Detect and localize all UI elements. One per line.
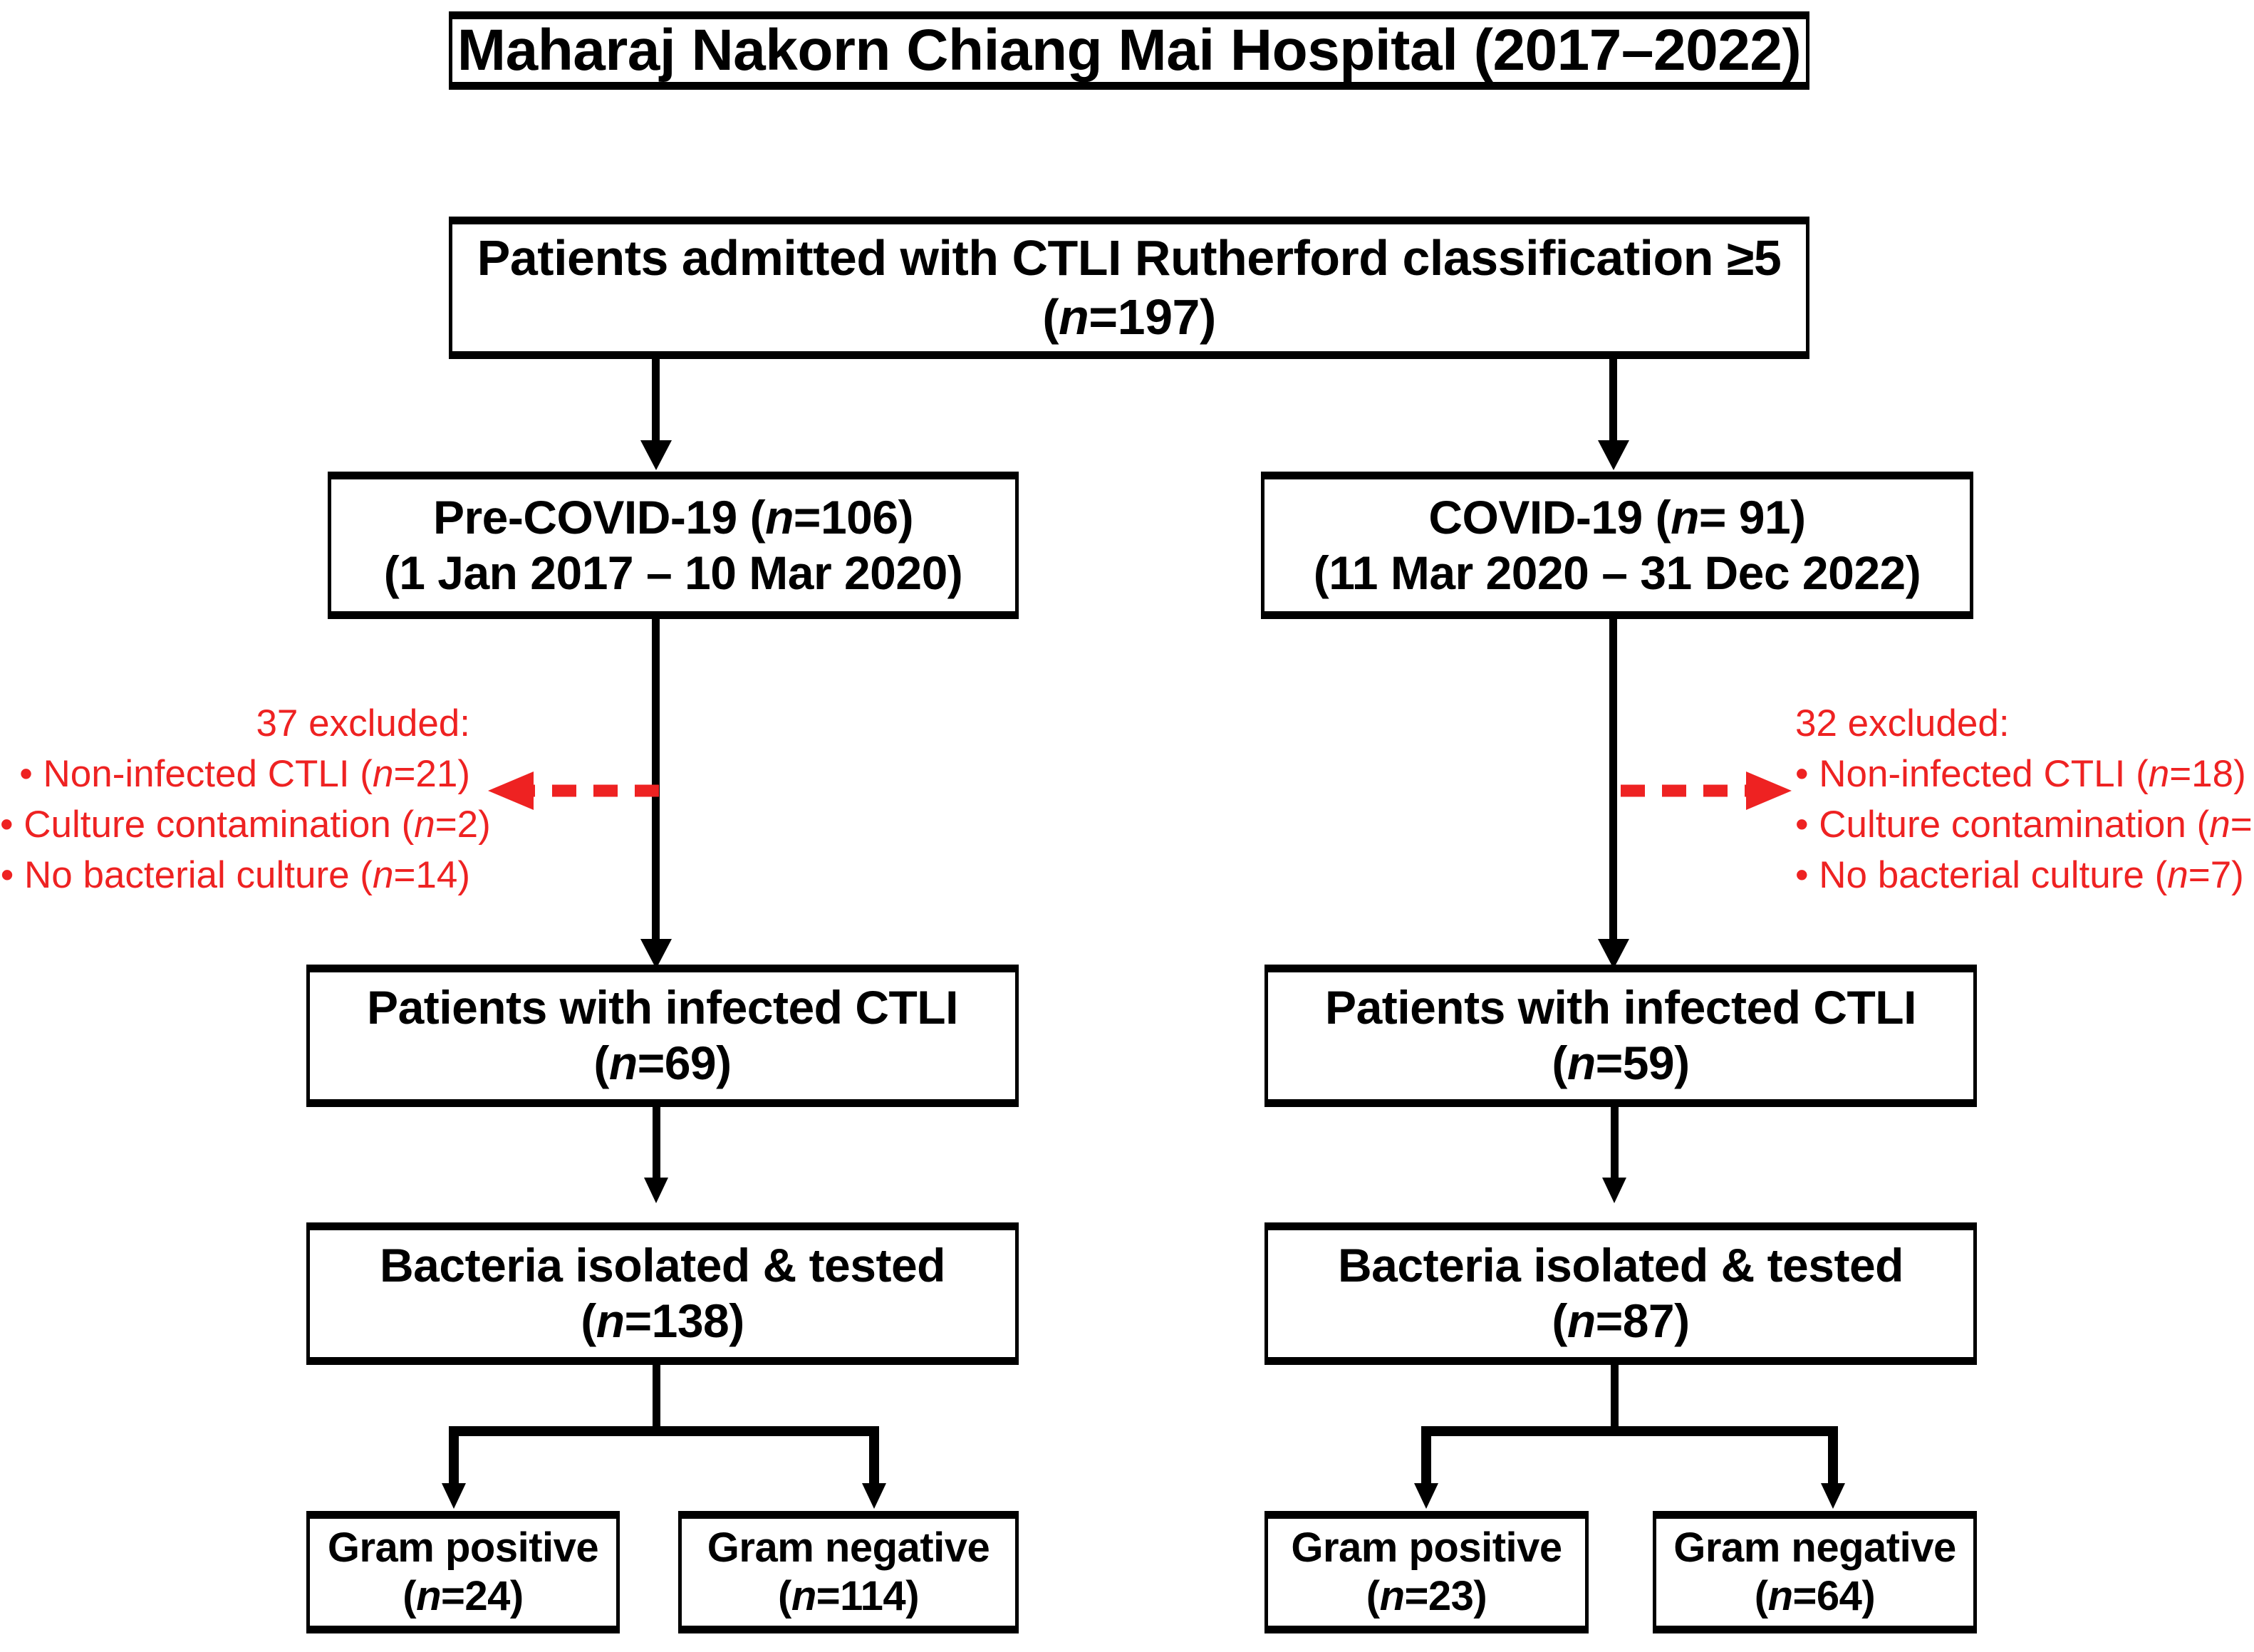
node-admitted-count: (n=197)	[1042, 289, 1216, 345]
node-infected-right-count: (n=59)	[1552, 1037, 1690, 1089]
connector-bacteria-left-crossbar	[449, 1426, 879, 1436]
connector-bacteria-right-crossbar	[1421, 1426, 1838, 1436]
exclusion-left-item-0: • Non-infected CTLI (n=21)	[19, 753, 470, 796]
node-gram-negative-right: Gram negative (n=64)	[1653, 1511, 1977, 1633]
node-infected-left-count: (n=69)	[593, 1037, 732, 1089]
node-gram-positive-left: Gram positive (n=24)	[306, 1511, 620, 1633]
node-gram-negative-right-line1: Gram negative	[1673, 1524, 1956, 1571]
node-gram-positive-left-count: (n=24)	[402, 1573, 524, 1619]
exclusion-block-left: 37 excluded: • Non-infected CTLI (n=21) …	[0, 698, 491, 900]
arrowhead-bacteria-right	[1602, 1178, 1626, 1203]
arrowhead-covid	[1598, 440, 1629, 470]
connector-admitted-to-precovid	[652, 358, 660, 444]
connector-infected-to-bacteria-left	[653, 1106, 660, 1181]
node-infected-left-line1: Patients with infected CTLI	[367, 981, 958, 1034]
exclusion-left-item-2: • No bacterial culture (n=14)	[0, 854, 470, 897]
exclusion-right-item-1: • Culture contamination (n=7)	[1795, 804, 2254, 846]
node-gram-positive-left-line1: Gram positive	[327, 1524, 599, 1571]
connector-covid-to-infected	[1609, 618, 1617, 942]
node-admitted-line1: Patients admitted with CTLI Rutherford c…	[477, 230, 1782, 286]
arrowhead-infected-right	[1598, 939, 1629, 969]
node-bacteria-right: Bacteria isolated & tested (n=87)	[1264, 1222, 1977, 1365]
node-infected-right-line1: Patients with infected CTLI	[1325, 981, 1916, 1034]
node-pre-covid-line1: Pre-COVID-19 (n=106)	[432, 490, 914, 544]
node-bacteria-left-line1: Bacteria isolated & tested	[380, 1239, 945, 1292]
node-infected-left: Patients with infected CTLI (n=69)	[306, 965, 1019, 1107]
arrowhead-gram-pos-right	[1414, 1483, 1438, 1509]
node-gram-positive-right-line1: Gram positive	[1291, 1524, 1562, 1571]
exclusion-left-item-1: • Culture contamination (n=2)	[0, 804, 491, 846]
arrowhead-gram-neg-left	[862, 1483, 886, 1509]
connector-bacteria-left-stem	[653, 1364, 660, 1430]
node-covid-dates: (11 Mar 2020 – 31 Dec 2022)	[1313, 546, 1921, 599]
node-admitted: Patients admitted with CTLI Rutherford c…	[449, 217, 1809, 359]
exclusion-right-item-0: • Non-infected CTLI (n=18)	[1795, 753, 2246, 796]
dashed-arrow-left	[488, 772, 659, 810]
exclusion-block-right: 32 excluded: • Non-infected CTLI (n=18) …	[1795, 698, 2254, 900]
connector-bacteria-right-branch-pos	[1421, 1426, 1431, 1490]
connector-bacteria-left-branch-pos	[449, 1426, 459, 1490]
node-covid-line1: COVID-19 (n= 91)	[1428, 490, 1806, 544]
arrowhead-infected-left	[640, 939, 672, 969]
connector-bacteria-left-branch-neg	[869, 1426, 879, 1490]
node-bacteria-left-count: (n=138)	[581, 1294, 744, 1347]
exclusion-right-item-2: • No bacterial culture (n=7)	[1795, 854, 2244, 897]
node-pre-covid: Pre-COVID-19 (n=106) (1 Jan 2017 – 10 Ma…	[328, 472, 1019, 619]
node-gram-negative-left-line1: Gram negative	[707, 1524, 990, 1571]
node-gram-positive-right: Gram positive (n=23)	[1264, 1511, 1589, 1633]
node-pre-covid-dates: (1 Jan 2017 – 10 Mar 2020)	[383, 546, 963, 599]
node-gram-negative-left-count: (n=114)	[777, 1573, 920, 1619]
node-gram-negative-left: Gram negative (n=114)	[678, 1511, 1019, 1633]
connector-bacteria-right-branch-neg	[1828, 1426, 1838, 1490]
arrowhead-bacteria-left	[644, 1178, 668, 1203]
connector-precovid-to-infected	[652, 618, 660, 942]
exclusion-right-heading: 32 excluded:	[1795, 702, 2010, 744]
node-infected-right: Patients with infected CTLI (n=59)	[1264, 965, 1977, 1107]
connector-infected-to-bacteria-right	[1611, 1106, 1619, 1181]
node-source: Maharaj Nakorn Chiang Mai Hospital (2017…	[449, 11, 1809, 90]
node-covid: COVID-19 (n= 91) (11 Mar 2020 – 31 Dec 2…	[1261, 472, 1973, 619]
node-bacteria-right-line1: Bacteria isolated & tested	[1338, 1239, 1904, 1292]
connector-admitted-to-covid	[1609, 358, 1617, 444]
exclusion-left-heading: 37 excluded:	[256, 702, 470, 744]
node-gram-negative-right-count: (n=64)	[1754, 1573, 1876, 1619]
arrowhead-precovid	[640, 440, 672, 470]
arrowhead-gram-neg-right	[1821, 1483, 1845, 1509]
arrowhead-gram-pos-left	[442, 1483, 466, 1509]
dashed-arrow-right	[1621, 772, 1792, 810]
connector-bacteria-right-stem	[1611, 1364, 1619, 1430]
node-bacteria-left: Bacteria isolated & tested (n=138)	[306, 1222, 1019, 1365]
node-bacteria-right-count: (n=87)	[1552, 1294, 1690, 1347]
node-gram-positive-right-count: (n=23)	[1366, 1573, 1487, 1619]
node-source-line1: Maharaj Nakorn Chiang Mai Hospital (2017…	[457, 17, 1802, 83]
